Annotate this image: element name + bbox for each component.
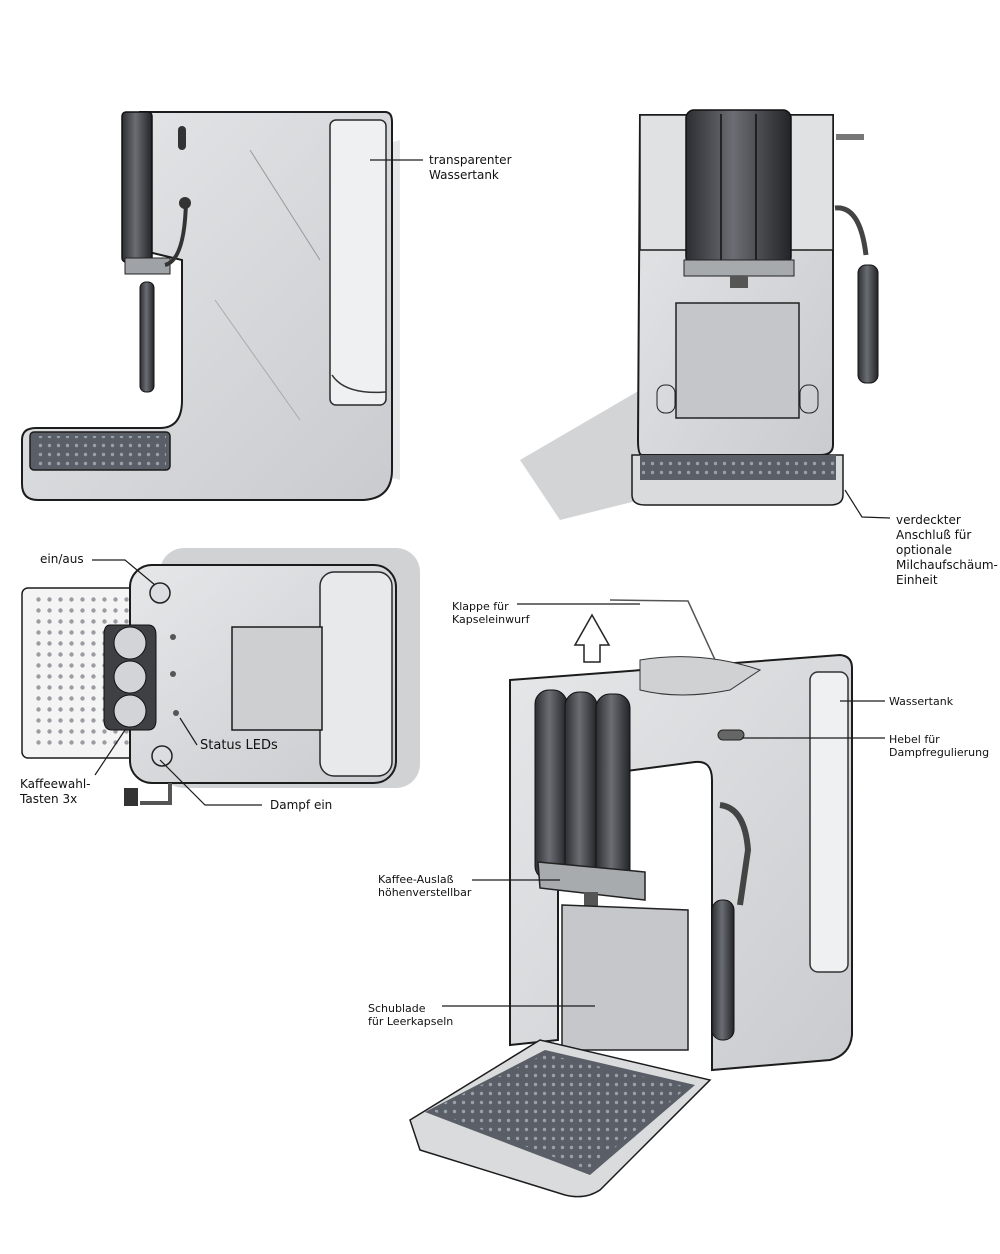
perspective-view (409, 599, 853, 1198)
label-coffee-outlet: Kaffee-Auslaß höhenverstellbar (378, 873, 472, 899)
label-power: ein/aus (40, 552, 84, 566)
front-view (520, 109, 879, 520)
side-view (21, 111, 400, 501)
label-coffee-buttons: Kaffeewahl- Tasten 3x (20, 777, 91, 806)
capsule-tubes (685, 109, 792, 266)
capsule-flap (231, 626, 323, 731)
steam-wand (834, 205, 869, 256)
cast-shadow (520, 390, 640, 520)
capsule-flap-outline (609, 599, 723, 676)
label-steam-lever: Hebel für Dampfregulierung (889, 733, 990, 759)
label-water-tank: Wassertank (889, 695, 954, 708)
brew-group (121, 111, 153, 263)
arrow-up-icon (573, 613, 611, 663)
capsule-drawer (675, 302, 800, 419)
water-tank (809, 671, 849, 973)
coffee-selection-buttons (103, 624, 157, 731)
machine-body (21, 111, 393, 501)
label-transparent-tank: transparenter Wassertank (429, 153, 512, 182)
label-steam-on: Dampf ein (270, 798, 333, 812)
leader-lines (92, 159, 891, 1007)
power-button (149, 582, 171, 604)
steam-wand (139, 281, 155, 393)
top-view (21, 548, 420, 806)
label-hidden-connector: verdeckter Anschluß für optionale Milcha… (896, 513, 998, 587)
capsule-drawer (561, 904, 689, 1051)
steam-wand (719, 802, 752, 906)
status-leds (170, 634, 179, 716)
steam-button (151, 745, 173, 767)
steam-lever-icon (717, 729, 745, 741)
label-status-leds: Status LEDs (200, 738, 278, 753)
lever-icon (178, 126, 186, 150)
label-capsule-drawer: Schublade für Leerkapseln (368, 1002, 454, 1028)
capsule-tubes (534, 689, 631, 891)
label-capsule-flap: Klappe für Kapseleinwurf (452, 600, 530, 626)
coffee-outlet (537, 861, 646, 901)
transparent-tank (329, 119, 387, 406)
